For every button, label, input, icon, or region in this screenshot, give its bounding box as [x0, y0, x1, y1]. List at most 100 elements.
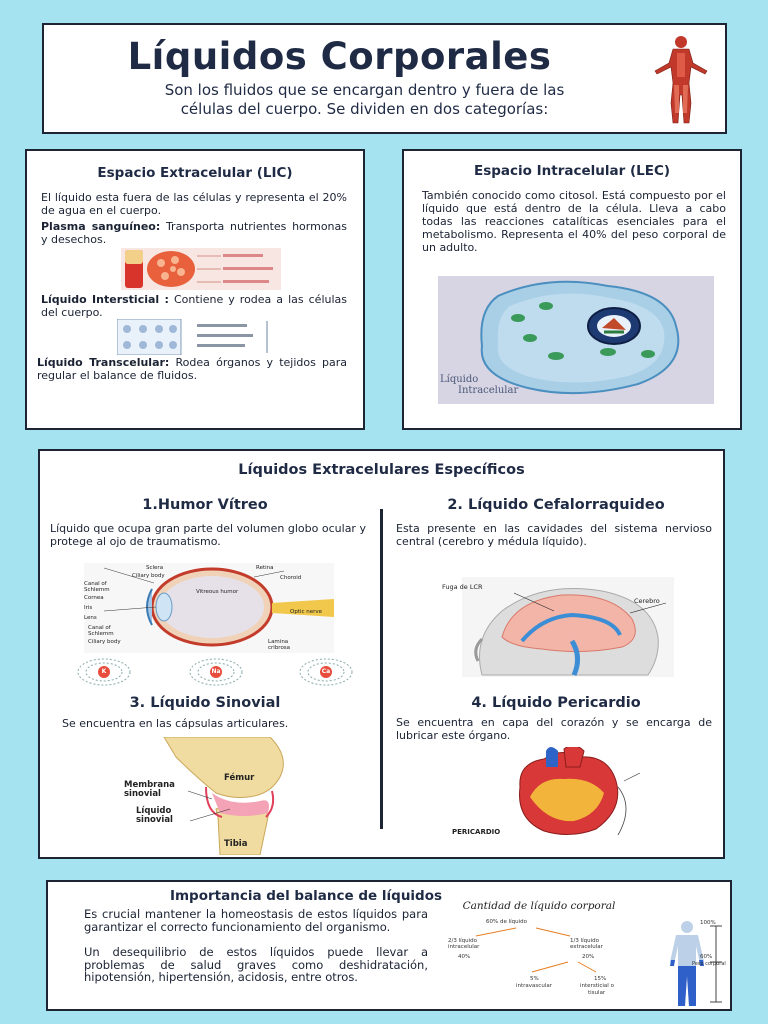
- scale-top: 100%: [700, 920, 716, 926]
- chart-right-line-1: 1/3 líquido: [570, 938, 600, 944]
- scale-mid-label: Peso corporal: [692, 961, 726, 967]
- brain-label-fuga: Fuga de LCR: [442, 583, 483, 591]
- lic-card: Espacio Extracelular (LIC) El líquido es…: [25, 149, 365, 430]
- brain-csf-image: [462, 577, 674, 677]
- pericardium-heart-image: [500, 747, 640, 839]
- lic-plasma-paragraph: Plasma sanguíneo: Transporta nutrientes …: [41, 220, 347, 246]
- eye-label-canal: Canal of Schlemm: [84, 581, 110, 593]
- importance-paragraph-2: Un desequilibrio de estos líquidos puede…: [84, 945, 428, 985]
- chart-br-label: 15% intersticial o tisular: [580, 976, 614, 997]
- knee-synovial-image: [120, 737, 296, 855]
- intersticial-text: Contiene y rodea a las células del cuerp…: [41, 293, 348, 319]
- chart-right-line-2: extracelular: [570, 944, 603, 950]
- lec-text: También conocido como citosol. Está comp…: [422, 189, 726, 254]
- eye-label-vitreous: Vitreous humor: [196, 589, 239, 595]
- eye-diagram-image: [84, 563, 334, 653]
- knee-label-liquido-line-2: sinovial: [136, 815, 173, 825]
- chart-br-line-2: tisular: [588, 990, 606, 996]
- eye-label-ciliary-2: Ciliary body: [88, 639, 121, 645]
- ion-k-label: K: [101, 668, 107, 675]
- chart-bl-text: intravascular: [516, 983, 552, 989]
- chart-right-label: 1/3 líquido extracelular 20%: [570, 938, 603, 960]
- eye-labels: Sclera Ciliary body Canal of Schlemm Cor…: [84, 563, 334, 653]
- item-4-text: Se encuentra en capa del corazón y se en…: [396, 716, 712, 742]
- importance-card: Importancia del balance de líquidos Es c…: [46, 880, 732, 1011]
- body-fluid-chart: Cantidad de líquido corporal 60% de líqu…: [420, 890, 726, 1008]
- chart-right-pct: 20%: [582, 954, 595, 960]
- chart-arrows: [475, 925, 722, 1003]
- chart-title: Cantidad de líquido corporal: [462, 900, 616, 912]
- item-2-title: 2. Líquido Cefalorraquideo: [447, 497, 665, 513]
- eye-label-optic: Optic nerve: [290, 609, 323, 615]
- eye-label-canal-2: Canal of Schlemm: [88, 625, 114, 637]
- ion-ca-label: Ca: [321, 668, 331, 675]
- chart-br-line-1: intersticial o: [580, 983, 614, 989]
- chart-left-label: 2/3 líquido intracelular 40%: [448, 938, 479, 960]
- intracellular-caption: Líquido Intracelular: [440, 374, 518, 396]
- chart-top-label: 60% de líquido: [486, 919, 528, 925]
- body-silhouette-icon: [670, 921, 704, 1006]
- intracellular-caption-line-2: Intracelular: [458, 385, 519, 396]
- knee-label-tibia: Tibia: [224, 839, 248, 849]
- lic-transcelular-paragraph: Líquido Transcelular: Rodea órganos y te…: [37, 356, 347, 382]
- plasma-text: Transporta nutrientes hormonas y desecho…: [41, 220, 347, 246]
- knee-label-liquido-line-1: Líquido: [136, 806, 172, 816]
- ion-ca-icon: Ca: [298, 657, 354, 687]
- knee-label-membrana-line-1: Membrana: [124, 780, 175, 790]
- muscle-figure-image: [654, 36, 708, 124]
- importance-paragraph-1: Es crucial mantener la homeostasis de es…: [84, 907, 428, 934]
- transcelular-label: Líquido Transcelular:: [37, 356, 170, 369]
- plasma-label: Plasma sanguíneo:: [41, 220, 161, 233]
- eye-label-ciliary: Ciliary body: [132, 573, 165, 579]
- column-divider: [380, 509, 383, 829]
- page-subtitle: Son los fluidos que se encargan dentro y…: [74, 81, 655, 119]
- knee-label-liquido: Líquido sinovial: [136, 807, 173, 825]
- scale-mid: 60%: [700, 954, 713, 960]
- blood-plasma-image: [121, 248, 281, 290]
- importance-heading: Importancia del balance de líquidos: [169, 888, 443, 904]
- item-3-text: Se encuentra en las cápsulas articulares…: [62, 717, 289, 730]
- chart-left-pct: 40%: [458, 954, 471, 960]
- ion-na-icon: Na: [188, 657, 244, 687]
- transcelular-text: Rodea órganos y tejidos para regular el …: [37, 356, 348, 382]
- ion-k-icon: K: [76, 657, 132, 687]
- item-3-title: 3. Líquido Sinovial: [129, 695, 281, 711]
- chart-br-pct: 15%: [594, 976, 607, 982]
- intracellular-caption-line-1: Líquido: [440, 374, 479, 385]
- subtitle-line-1: Son los fluidos que se encargan dentro y…: [164, 81, 565, 99]
- eye-label-lamina: Lamina cribrosa: [268, 639, 291, 651]
- eye-label-choroid: Choroid: [280, 575, 302, 581]
- chart-bl-label: 5% intravascular: [516, 976, 552, 990]
- item-2-text: Esta presente en las cavidades del siste…: [396, 522, 712, 548]
- item-4-title: 4. Líquido Pericardio: [471, 695, 641, 711]
- knee-label-membrana: Membrana sinovial: [124, 781, 175, 799]
- item-1-title: 1.Humor Vítreo: [142, 497, 268, 513]
- lic-heading: Espacio Extracelular (LIC): [97, 165, 293, 181]
- fluid-compartments-image: [117, 319, 268, 355]
- intracellular-fluid-image: Líquido Intracelular: [438, 276, 714, 404]
- knee-label-membrana-line-2: sinovial: [124, 789, 161, 799]
- specific-fluids-card: Líquidos Extracelulares Específicos 1.Hu…: [38, 449, 725, 859]
- ions-row: K Na Ca: [76, 657, 356, 687]
- brain-label-cerebro: Cerebro: [634, 597, 660, 605]
- lec-card: Espacio Intracelular (LEC) También conoc…: [402, 149, 742, 430]
- lec-heading: Espacio Intracelular (LEC): [473, 163, 671, 179]
- title-card: Líquidos Corporales Son los fluidos que …: [42, 23, 727, 134]
- heart-label-pericardio: PERICARDIO: [452, 828, 501, 836]
- lic-intersticial-paragraph: Líquido Intersticial : Contiene y rodea …: [41, 293, 347, 319]
- eye-label-iris: Iris: [84, 605, 93, 611]
- chart-bl-pct: 5%: [530, 976, 539, 982]
- item-1-text: Líquido que ocupa gran parte del volumen…: [50, 522, 366, 548]
- subtitle-line-2: células del cuerpo. Se dividen en dos ca…: [180, 100, 549, 118]
- lic-intro: El líquido esta fuera de las células y r…: [41, 191, 347, 217]
- eye-label-cornea: Cornea: [84, 595, 104, 601]
- intersticial-label: Líquido Intersticial :: [41, 293, 169, 306]
- specific-heading: Líquidos Extracelulares Específicos: [238, 462, 525, 478]
- cell-drawing: [480, 280, 680, 395]
- page-title: Líquidos Corporales: [127, 35, 552, 78]
- chart-left-line-2: intracelular: [448, 944, 480, 950]
- knee-label-femur: Fémur: [224, 773, 255, 783]
- ion-na-label: Na: [211, 668, 221, 675]
- eye-label-retina: Retina: [256, 565, 274, 571]
- eye-label-lens: Lens: [84, 615, 97, 621]
